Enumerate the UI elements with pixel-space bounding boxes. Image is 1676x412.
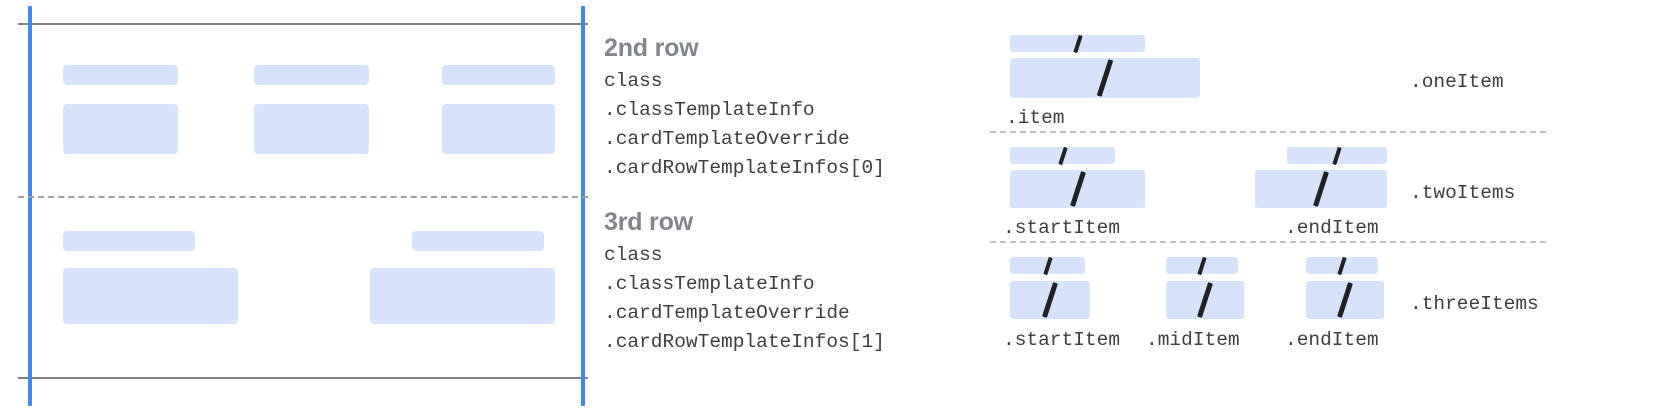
placeholder-row2-col2-title <box>254 65 369 85</box>
card-left-guide-line <box>28 6 32 406</box>
row-block-2nd-line-1: .classTemplateInfo <box>604 99 815 121</box>
placeholder-row3-col2-title <box>412 231 544 251</box>
slash-icon <box>1197 282 1213 318</box>
variant-threeItems-mid-title <box>1166 256 1238 275</box>
placeholder-row2-col3-title <box>442 65 555 85</box>
row-divider-dashed <box>18 196 588 198</box>
slash-icon <box>1313 171 1329 207</box>
slash-icon <box>1057 146 1068 165</box>
row-block-2nd: 2nd row class .classTemplateInfo .cardTe… <box>604 33 885 183</box>
slash-icon <box>1069 171 1086 207</box>
variant-threeItems-end-body <box>1306 281 1384 319</box>
variant-threeItems-end-title <box>1306 256 1378 275</box>
row-block-3rd-line-2: .cardTemplateOverride <box>604 302 850 324</box>
card-bottom-rule <box>18 377 588 379</box>
card-top-rule <box>18 23 588 25</box>
variant-twoItems-caption-1: .endItem <box>1285 217 1379 239</box>
slash-icon <box>1096 59 1114 97</box>
slash-icon <box>1042 282 1058 318</box>
placeholder-row3-col1-body <box>63 268 238 324</box>
variant-oneItem-item-body <box>1010 58 1200 98</box>
placeholder-row2-col1-title <box>63 65 178 85</box>
placeholder-row2-col2-body <box>254 104 369 154</box>
card-right-guide-line <box>581 6 585 406</box>
slash-icon <box>1197 256 1207 275</box>
variant-threeItems-caption-0: .startItem <box>1003 329 1121 351</box>
layout-variants-column: .item .oneItem .startItem .endItem .twoI… <box>980 0 1676 412</box>
variant-threeItems-caption-1: .midItem <box>1146 329 1240 351</box>
row-block-2nd-line-3: .cardRowTemplateInfos[0] <box>604 157 885 179</box>
row-block-3rd-line-1: .classTemplateInfo <box>604 273 815 295</box>
placeholder-row2-col1-body <box>63 104 178 154</box>
slash-icon <box>1072 34 1083 53</box>
variant-threeItems-start-body <box>1010 281 1090 319</box>
row-block-2nd-line-0: class <box>604 70 663 92</box>
variant-threeItems-caption-2: .endItem <box>1285 329 1379 351</box>
slash-icon <box>1337 256 1347 275</box>
variant-twoItems-end-title <box>1287 146 1387 165</box>
row-block-3rd-heading: 3rd row <box>604 208 693 236</box>
variant-oneItem-item-title <box>1010 34 1145 53</box>
row-description-column: 2nd row class .classTemplateInfo .cardTe… <box>604 0 974 412</box>
variant-twoItems-label: .twoItems <box>1410 182 1516 204</box>
placeholder-row3-col2-body <box>370 268 555 324</box>
slash-icon <box>1042 256 1053 275</box>
placeholder-row2-col3-body <box>442 104 555 154</box>
slash-icon <box>1337 282 1353 318</box>
row-block-3rd-line-0: class <box>604 244 663 266</box>
row-block-3rd: 3rd row class .classTemplateInfo .cardTe… <box>604 207 885 357</box>
variant-threeItems-start-title <box>1010 256 1085 275</box>
row-block-2nd-line-2: .cardTemplateOverride <box>604 128 850 150</box>
variant-twoItems-caption-0: .startItem <box>1003 217 1121 239</box>
variant-oneItem-caption-0: .item <box>1006 107 1065 129</box>
variant-twoItems-end-body <box>1255 170 1387 208</box>
variant-twoItems-start-body <box>1010 170 1145 208</box>
variant-oneItem-label: .oneItem <box>1410 71 1504 93</box>
placeholder-row3-col1-title <box>63 231 195 251</box>
variant-threeItems-label: .threeItems <box>1410 293 1539 315</box>
card-row-preview <box>0 0 600 412</box>
variant-separator-2 <box>990 241 1546 243</box>
row-block-2nd-heading: 2nd row <box>604 34 699 62</box>
variant-twoItems-start-title <box>1010 146 1115 165</box>
variant-separator-1 <box>990 131 1546 133</box>
slash-icon <box>1332 146 1342 165</box>
row-block-3rd-line-3: .cardRowTemplateInfos[1] <box>604 331 885 353</box>
variant-threeItems-mid-body <box>1166 281 1244 319</box>
